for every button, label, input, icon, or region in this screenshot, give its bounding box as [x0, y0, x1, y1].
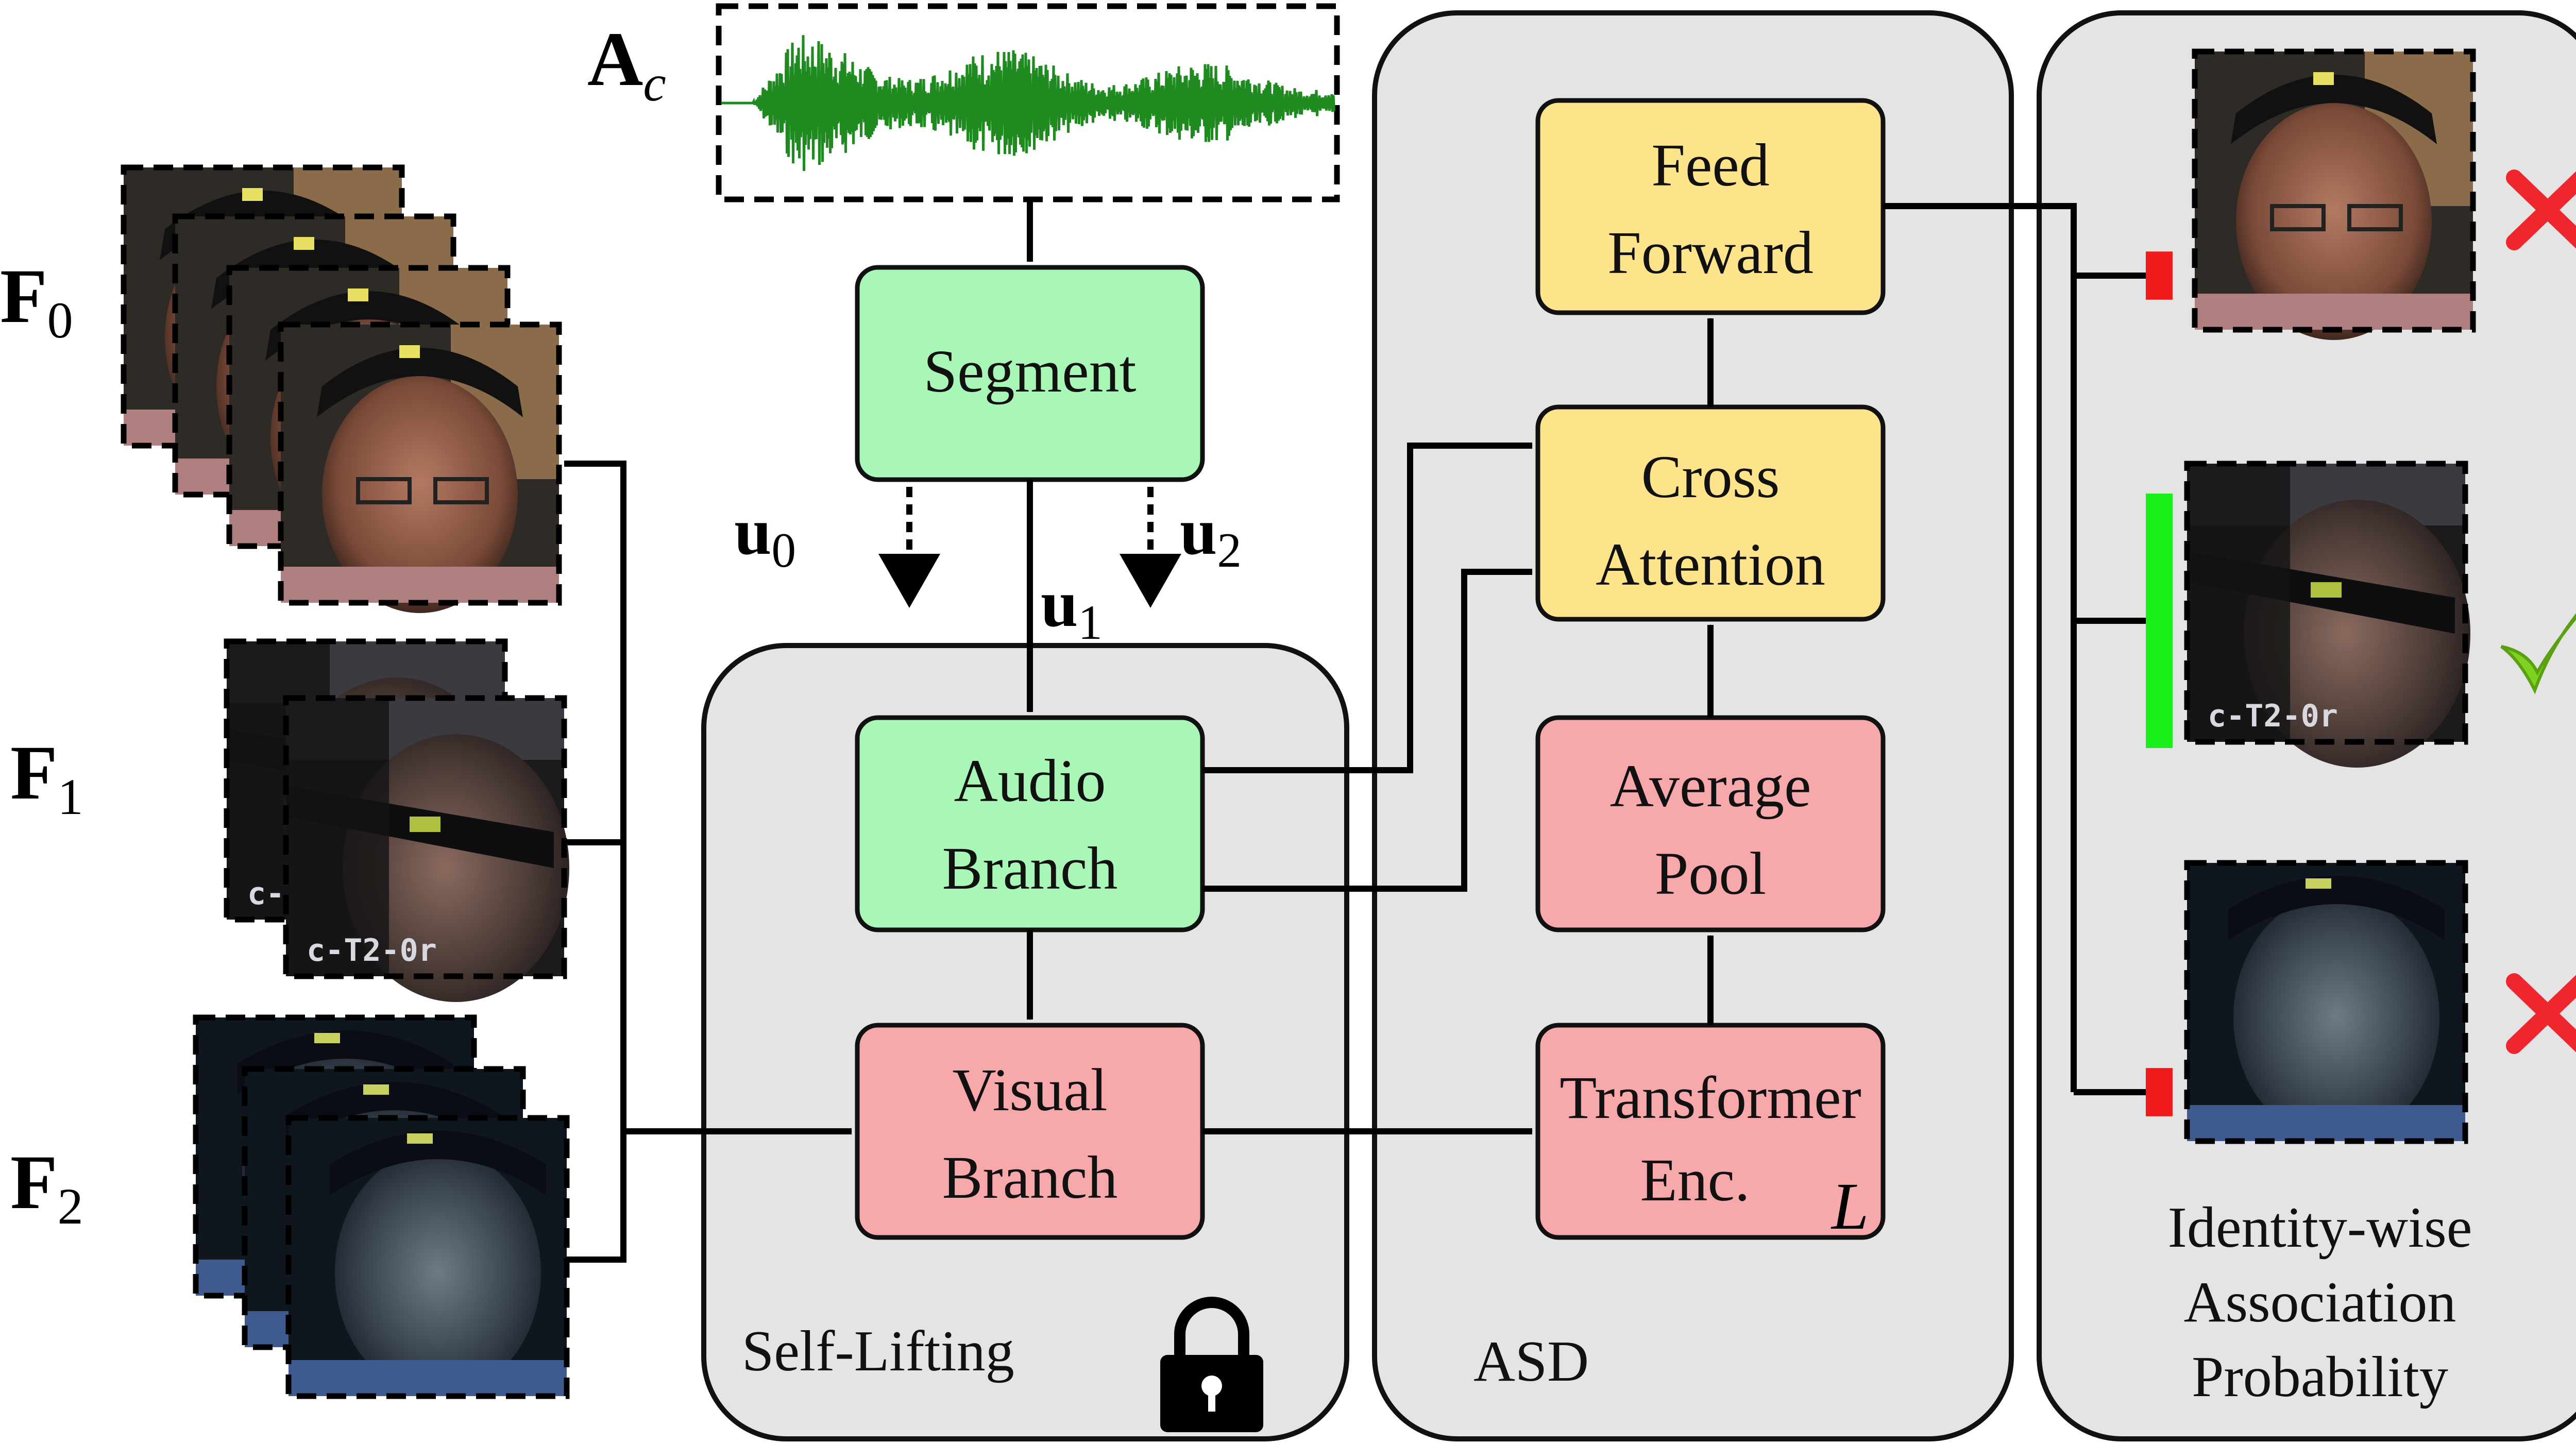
probability-bar — [2146, 1068, 2173, 1116]
cross-icon — [2506, 973, 2576, 1054]
probability-bar — [2146, 251, 2173, 300]
u0-label: u0 — [734, 495, 796, 578]
self-lifting-caption: Self-Lifting — [742, 1319, 1014, 1383]
average-pool-label-line2: Pool — [1655, 840, 1766, 907]
connections — [564, 201, 2148, 1263]
output-face-2 — [2184, 860, 2468, 1144]
audio-waveform-frame — [716, 3, 1340, 202]
visual-branch-label-line1: Visual — [953, 1056, 1108, 1124]
visual-branch-label-line2: Branch — [942, 1144, 1118, 1211]
frame-stack-0 — [121, 164, 562, 613]
audio-symbol: Ac — [587, 16, 666, 112]
u1-label: u1 — [1041, 567, 1103, 650]
output-caption-line1: Identity-wise — [2168, 1196, 2472, 1260]
segment-label: Segment — [924, 337, 1137, 405]
frame-stack-1 — [224, 638, 569, 1002]
feed-forward-label-line2: Forward — [1607, 219, 1814, 286]
frame-symbol-2: F2 — [10, 1140, 83, 1235]
cross-attention-label-line1: Cross — [1641, 443, 1780, 511]
output-face-1 — [2184, 461, 2470, 768]
lock-icon — [1160, 1297, 1263, 1432]
transformer-label-line2: Enc. — [1640, 1146, 1750, 1214]
output-caption-line2: Association — [2184, 1270, 2456, 1334]
transformer-label-line1: Transformer — [1560, 1064, 1861, 1131]
frame-stack-2 — [193, 1014, 570, 1399]
probability-bar — [2146, 494, 2173, 748]
frame-symbol-1: F1 — [10, 730, 83, 825]
average-pool-label-line1: Average — [1610, 752, 1811, 820]
u2-label: u2 — [1180, 495, 1242, 578]
asd-caption: ASD — [1473, 1330, 1589, 1394]
transformer-repeat-label: L — [1831, 1169, 1869, 1244]
frame-symbol-0: F0 — [0, 253, 73, 349]
feed-forward-label-line1: Feed — [1651, 131, 1769, 199]
cross-icon — [2506, 169, 2576, 250]
check-icon — [2500, 613, 2576, 694]
audio-branch-label-line1: Audio — [954, 747, 1106, 814]
cross-attention-label-line2: Attention — [1596, 531, 1825, 598]
audio-branch-label-line2: Branch — [942, 835, 1118, 902]
output-face-0 — [2192, 48, 2476, 340]
audio-waveform — [721, 35, 1335, 171]
output-caption-line3: Probability — [2192, 1345, 2448, 1409]
